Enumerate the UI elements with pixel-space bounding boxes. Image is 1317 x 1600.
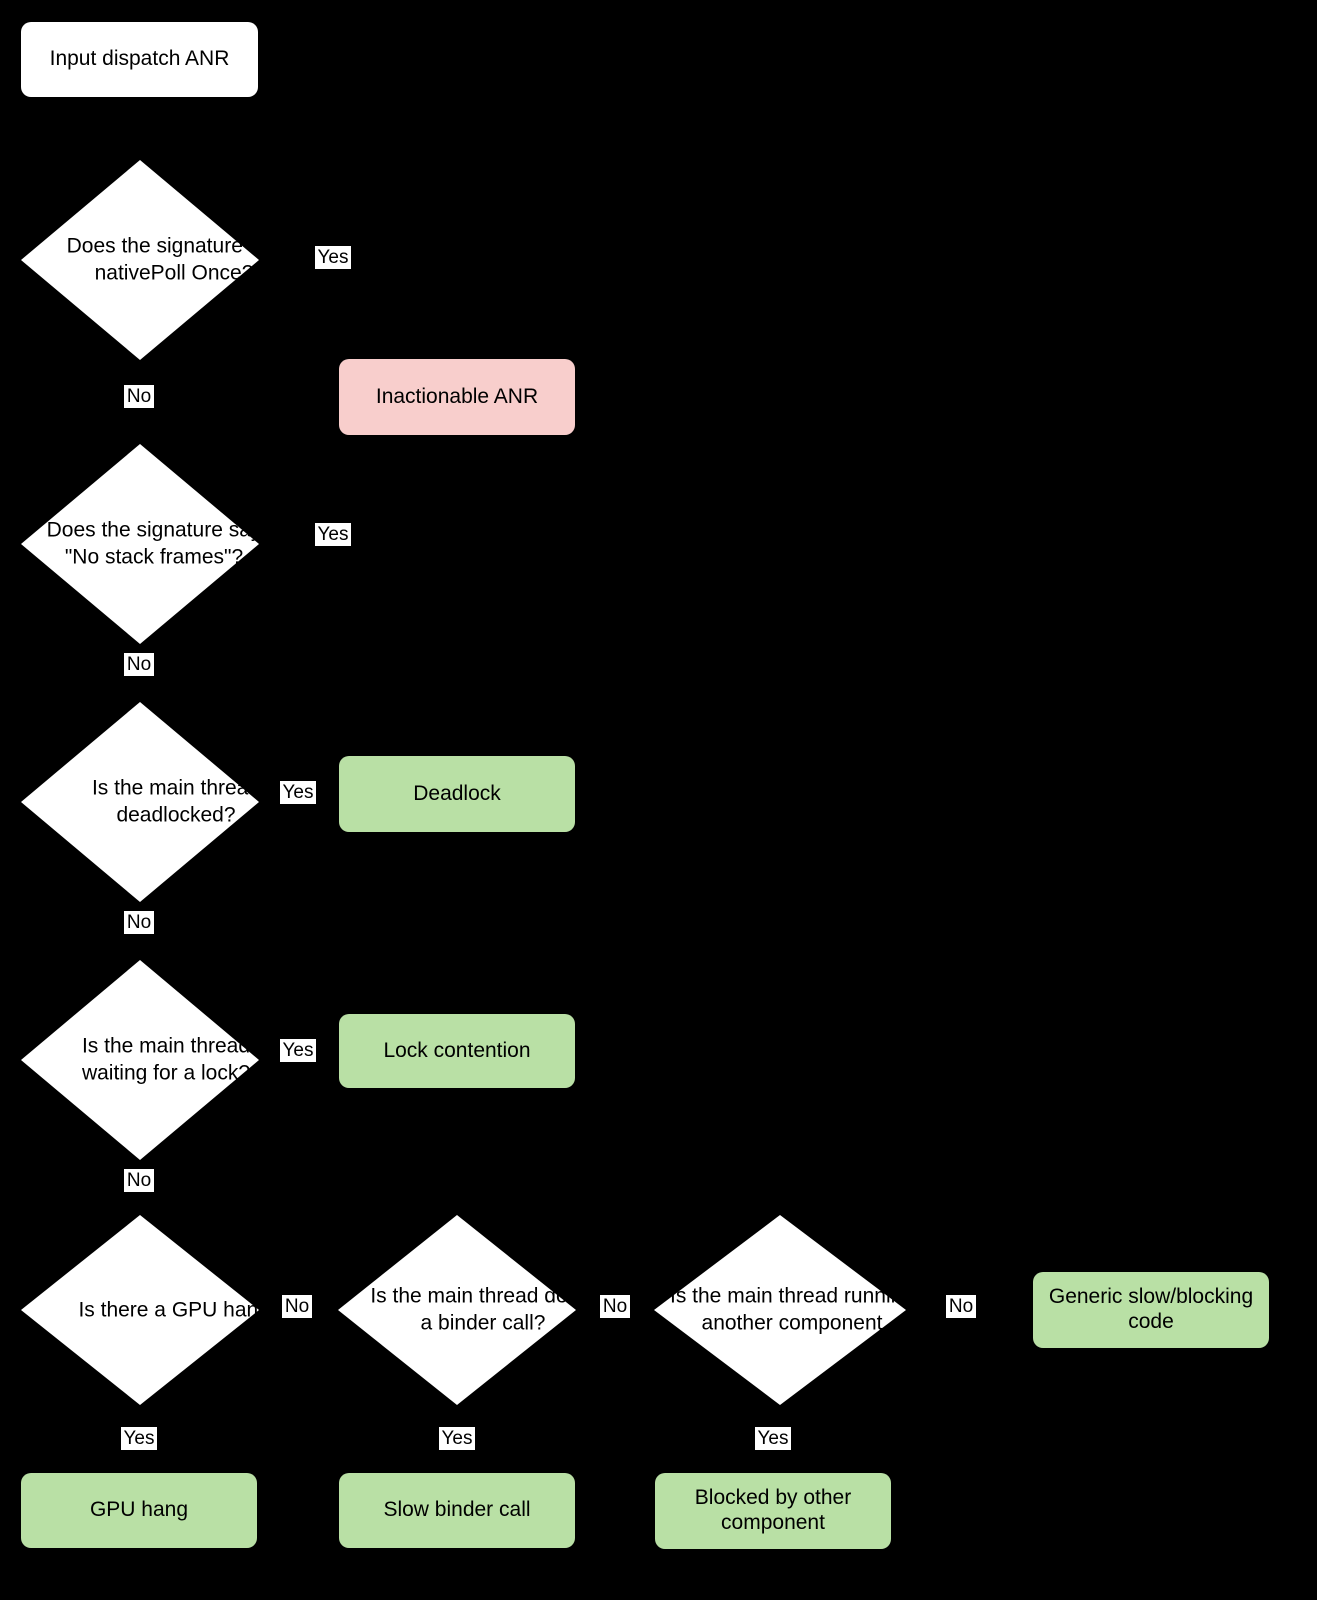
node-outcome-gpu-hang[interactable]: GPU hang <box>21 1473 257 1548</box>
edge-label-d2-no: No <box>124 653 154 676</box>
edge-label-d4-yes: Yes <box>280 1039 316 1062</box>
edge-label-d1-yes: Yes <box>315 246 351 269</box>
connector-start-to-d1 <box>138 97 141 161</box>
edge-label-d6-no: No <box>600 1295 630 1318</box>
node-start[interactable]: Input dispatch ANR <box>21 22 258 97</box>
connector-d2-yes <box>260 543 456 546</box>
diamond-shape <box>338 1215 576 1405</box>
node-decision-no-stack-frames[interactable]: Does the signature say "No stack frames"… <box>21 444 261 644</box>
connector-d3-to-d4 <box>138 905 141 968</box>
diamond-shape <box>21 960 259 1160</box>
edge-label-d2-yes: Yes <box>315 523 351 546</box>
edge-label-d7-yes: Yes <box>755 1427 791 1450</box>
edge-label-d3-no: No <box>124 911 154 934</box>
edge-label-d5-yes: Yes <box>121 1427 157 1450</box>
node-outcome-generic-slow-blocking[interactable]: Generic slow/blocking code <box>1033 1272 1269 1348</box>
edge-label-d3-yes: Yes <box>280 781 316 804</box>
node-outcome-deadlock[interactable]: Deadlock <box>339 756 575 832</box>
node-outcome-blocked-by-other-component[interactable]: Blocked by other component <box>655 1473 891 1549</box>
connector-d4-to-d5 <box>138 1163 141 1234</box>
diamond-shape <box>21 444 259 644</box>
diamond-shape <box>21 1215 259 1405</box>
node-outcome-slow-binder-call-label: Slow binder call <box>383 1498 531 1522</box>
connector-d1-yes <box>258 258 458 261</box>
node-outcome-blocked-by-other-component-label: Blocked by other component <box>694 1486 852 1534</box>
node-outcome-inactionable-anr[interactable]: Inactionable ANR <box>339 359 575 435</box>
edge-label-d7-no: No <box>946 1295 976 1318</box>
node-decision-nativepollonce[interactable]: Does the signature say nativePoll Once? <box>21 160 281 360</box>
connector-d2-to-d3 <box>138 645 141 710</box>
node-outcome-deadlock-label: Deadlock <box>413 781 501 805</box>
node-decision-waiting-for-lock[interactable]: Is the main thread waiting for a lock? <box>21 960 259 1160</box>
node-decision-gpu-hang[interactable]: Is there a GPU hang? <box>21 1215 282 1405</box>
edge-label-d6-yes: Yes <box>439 1427 475 1450</box>
diamond-shape <box>654 1215 906 1405</box>
node-outcome-gpu-hang-label: GPU hang <box>89 1498 189 1522</box>
edge-label-d4-no: No <box>124 1169 154 1192</box>
connector-d1-yes-down <box>456 258 459 358</box>
edge-label-d1-no: No <box>124 385 154 408</box>
node-decision-binder-call[interactable]: Is the main thread doing a binder call? <box>338 1215 596 1405</box>
node-outcome-generic-slow-blocking-label: Generic slow/blocking code <box>1048 1285 1254 1333</box>
diamond-shape <box>21 702 259 902</box>
edge-label-d5-no: No <box>282 1295 312 1318</box>
node-outcome-inactionable-anr-label: Inactionable ANR <box>375 384 539 408</box>
node-outcome-lock-contention[interactable]: Lock contention <box>339 1014 575 1088</box>
node-start-label: Input dispatch ANR <box>49 47 230 71</box>
node-outcome-lock-contention-label: Lock contention <box>383 1038 531 1062</box>
diamond-shape <box>21 160 259 360</box>
node-decision-running-another-component[interactable]: Is the main thread running another compo… <box>654 1215 914 1405</box>
node-outcome-slow-binder-call[interactable]: Slow binder call <box>339 1473 575 1548</box>
node-decision-main-thread-deadlocked[interactable]: Is the main thread deadlocked? <box>21 702 260 902</box>
